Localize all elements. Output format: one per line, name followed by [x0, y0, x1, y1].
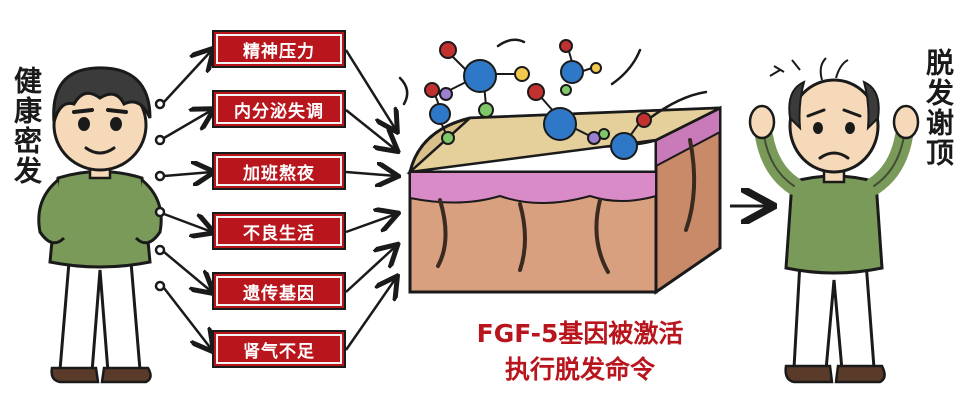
healthy-man-shoe-right [100, 366, 152, 384]
fgf5-molecules [424, 39, 652, 160]
cause-box-kidney-qi-deficiency: 肾气不足 [212, 330, 346, 368]
fgf5-caption: FGF-5基因被激活 执行脱发命令 [430, 316, 730, 388]
bald-man-shirt [784, 174, 884, 275]
caption-line-2: 执行脱发命令 [504, 355, 655, 384]
scalp-block [398, 38, 722, 295]
healthy-hair-label: 健康密发 [10, 66, 43, 186]
molecule-3 [559, 39, 602, 96]
molecule-2 [424, 82, 455, 145]
bald-man-figure [748, 57, 920, 384]
cause-box-endocrine-disorder: 内分泌失调 [212, 90, 346, 128]
molecule-4 [527, 83, 601, 145]
molecule-1 [439, 41, 530, 118]
cause-box-bad-lifestyle: 不良生活 [212, 212, 346, 250]
healthy-man-arm-right [134, 178, 163, 245]
cause-box-genetics: 遗传基因 [212, 272, 346, 310]
hair-loss-label: 脱发谢顶 [922, 48, 955, 168]
healthy-man-arm-left [37, 178, 66, 245]
left-arrows [154, 50, 212, 350]
healthy-man-hair [52, 66, 152, 123]
bald-man-pants [792, 260, 876, 372]
cause-box-late-nights: 加班熬夜 [212, 152, 346, 190]
right-arrows [344, 49, 396, 351]
healthy-man-shirt [48, 170, 152, 269]
healthy-man-shoe-left [50, 366, 100, 384]
cause-box-mental-stress: 精神压力 [212, 30, 346, 68]
molecule-5 [598, 112, 652, 160]
bald-man-head [788, 78, 880, 174]
healthy-man-figure [37, 66, 163, 384]
caption-line-1: FGF-5基因被激活 [476, 319, 684, 348]
